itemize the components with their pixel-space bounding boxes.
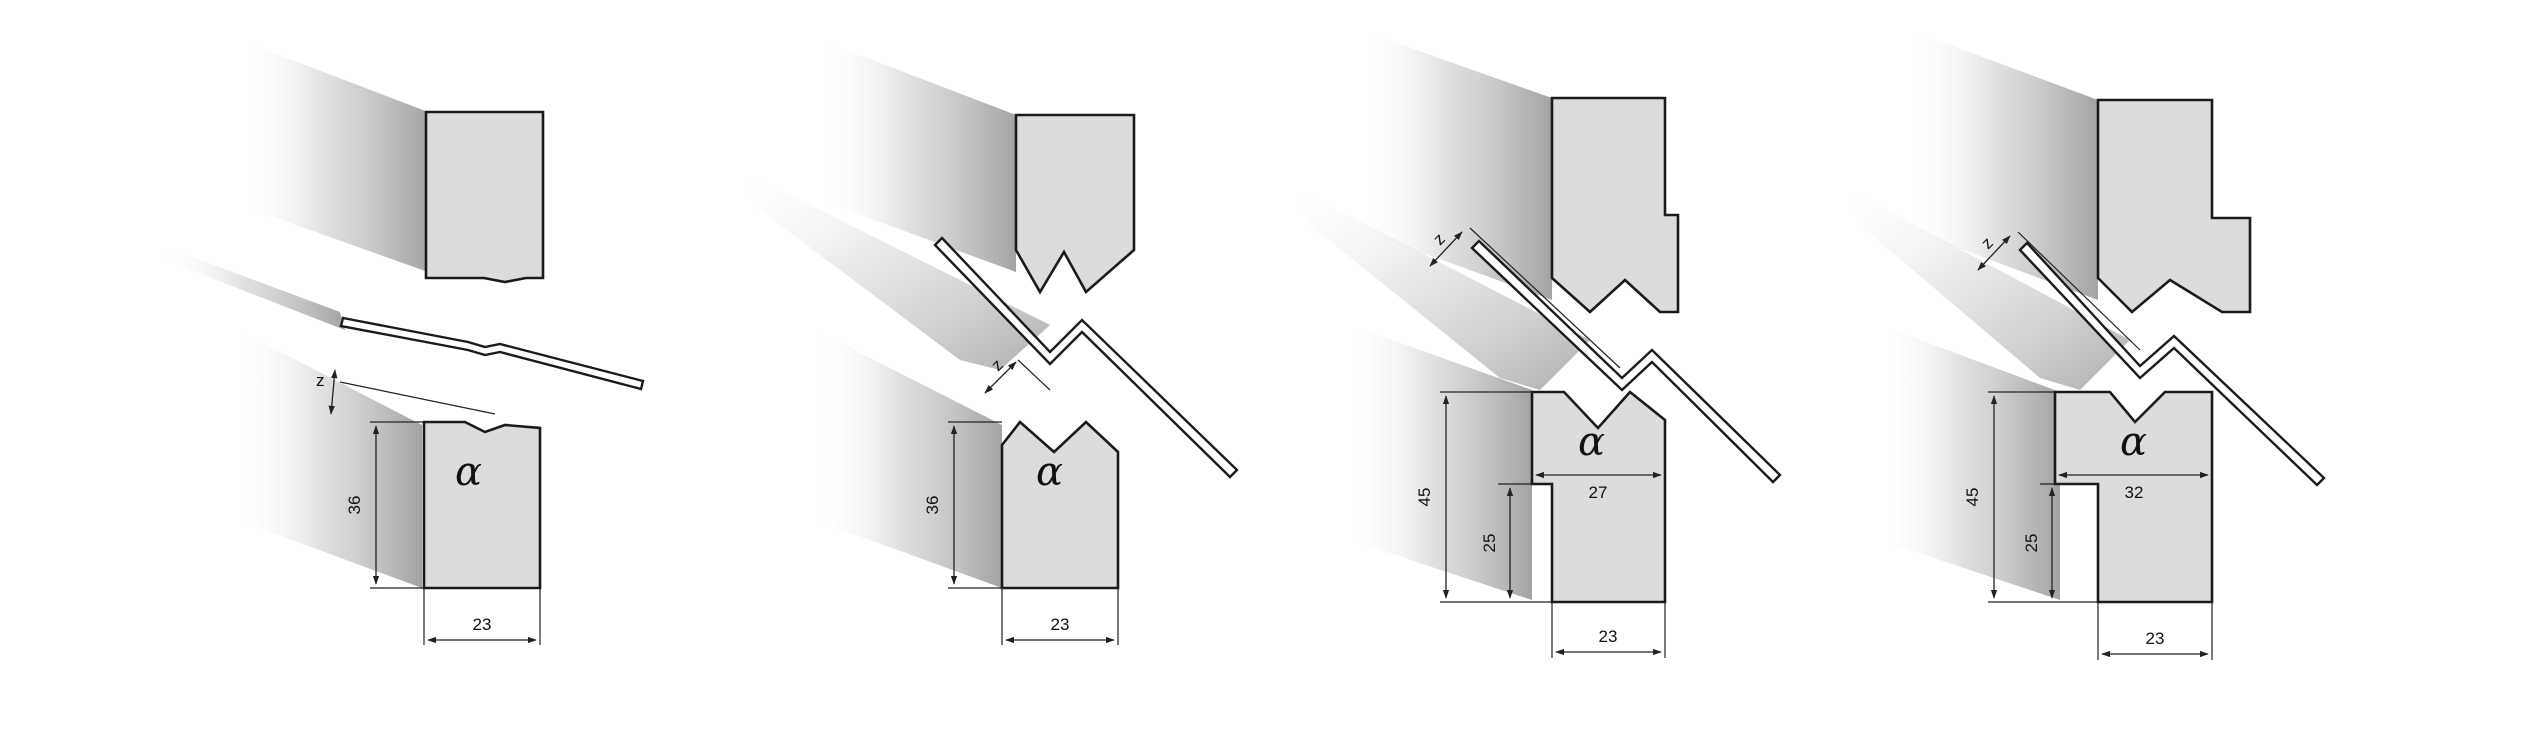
sheet-shadow <box>740 170 1050 370</box>
punch-shadow <box>1360 30 1552 300</box>
height-label: 45 <box>1963 488 1982 507</box>
sheet-metal <box>933 236 1239 479</box>
angle-label: α <box>1578 419 1605 465</box>
height-label: 36 <box>923 496 942 515</box>
sheet-shadow <box>1290 185 1590 390</box>
z-extension <box>1017 359 1051 391</box>
z-extension <box>339 381 496 415</box>
die-block <box>422 420 542 590</box>
top-width-label: 32 <box>2125 483 2144 502</box>
die-shadow <box>815 330 1002 588</box>
z-dimension-line <box>1429 231 1463 267</box>
angle-label: α <box>1036 449 1063 495</box>
die-block <box>1530 390 1667 604</box>
sheet-metal <box>2018 241 2326 487</box>
die-block <box>1000 420 1120 590</box>
z-extension <box>1469 227 1621 369</box>
stage-1: α z 36 23 <box>160 40 645 645</box>
height-label: 45 <box>1415 488 1434 507</box>
z-dimension-line <box>328 369 338 415</box>
sheet-shadow <box>160 245 345 330</box>
punch <box>1550 96 1680 314</box>
stage-2: α z 36 23 <box>740 40 1239 645</box>
punch <box>424 110 545 284</box>
punch-shadow <box>820 40 1016 272</box>
punch-shadow <box>240 40 428 272</box>
die-shadow <box>238 330 422 588</box>
z-extension <box>2017 231 2141 351</box>
z-dimension-line <box>984 361 1017 394</box>
height-label: 36 <box>345 496 364 515</box>
stage-4: α z 45 25 32 23 <box>1840 30 2326 660</box>
punch <box>1014 113 1136 295</box>
die-shadow <box>1350 325 1532 600</box>
width-label: 23 <box>473 615 492 634</box>
step-label: 25 <box>1480 534 1499 553</box>
die-shadow <box>1880 325 2060 600</box>
top-width-label: 27 <box>1589 483 1608 502</box>
sheet-shadow <box>1840 185 2130 390</box>
angle-label: α <box>2120 419 2147 465</box>
angle-label: α <box>455 449 482 495</box>
z-label: z <box>316 371 325 390</box>
width-label: 23 <box>2146 629 2165 648</box>
step-label: 25 <box>2022 534 2041 553</box>
punch-shadow <box>1910 30 2098 300</box>
punch <box>2096 98 2252 314</box>
z-dimension-line <box>1977 235 2011 271</box>
stage-3: α z 45 25 27 23 <box>1290 30 1782 658</box>
width-label: 23 <box>1599 627 1618 646</box>
sheet-metal <box>1470 239 1782 484</box>
sheet-metal <box>339 316 645 391</box>
width-label: 23 <box>1051 615 1070 634</box>
